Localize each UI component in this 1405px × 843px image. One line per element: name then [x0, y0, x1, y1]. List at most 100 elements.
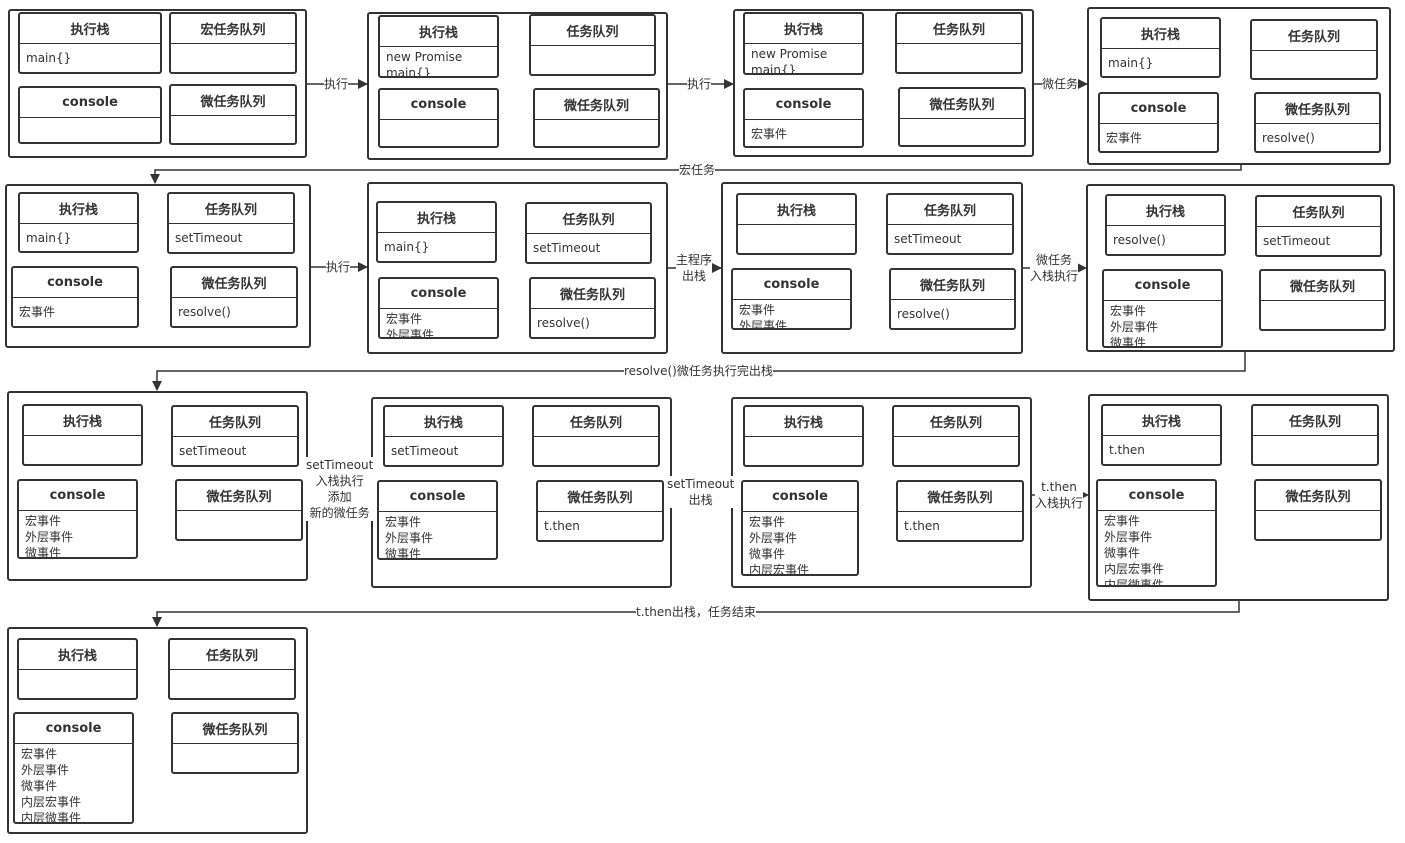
micro-queue-header: 微任务队列	[538, 482, 662, 512]
stack-header: 执行栈	[20, 194, 137, 224]
console-item: 宏事件	[21, 747, 58, 761]
stack-item: new Promise	[386, 50, 463, 64]
transition-label-line: resolve()微任务执行完出栈	[624, 364, 773, 378]
queue-content	[171, 44, 295, 46]
queue-item: setTimeout	[179, 444, 247, 458]
queue-content	[534, 437, 658, 439]
micro-queue-header: 微任务队列	[1256, 481, 1380, 511]
console-item: 宏事件	[1106, 131, 1143, 145]
queue-content	[894, 437, 1018, 439]
micro-queue-header: 微任务队列	[173, 714, 297, 744]
queue-box: 任务队列	[1251, 404, 1379, 466]
console-header: console	[13, 268, 137, 298]
queue-box: 任务队列	[1250, 19, 1378, 80]
stack-item: main{}	[1108, 56, 1154, 70]
micro-queue-header: 微任务队列	[900, 89, 1024, 119]
micro-queue-box: 微任务队列	[533, 88, 660, 148]
queue-content: setTimeout	[169, 224, 293, 246]
micro-queue-header: 微任务队列	[1261, 271, 1384, 301]
queue-header: 任务队列	[888, 195, 1012, 225]
transition-label: 宏任务	[679, 162, 716, 178]
queue-header: 任务队列	[1252, 21, 1376, 51]
console-item: 外层事件	[1104, 530, 1153, 544]
console-item: 内层宏事件	[749, 563, 810, 576]
stack-content: setTimeout	[385, 437, 502, 459]
queue-item: setTimeout	[175, 231, 243, 245]
console-item: 微事件	[1104, 546, 1141, 560]
console-item: 外层事件	[386, 328, 435, 339]
transition-label-line: t.then	[1041, 480, 1077, 494]
console-header: console	[745, 90, 862, 120]
console-item: 宏事件	[1104, 514, 1141, 528]
console-header: console	[380, 279, 497, 309]
stack-header: 执行栈	[745, 14, 862, 44]
transition-label-line: 执行	[324, 77, 349, 91]
stack-box: 执行栈	[22, 404, 143, 466]
transition-label-line: 添加	[327, 490, 352, 504]
transition-label-line: setTimeout	[667, 477, 735, 491]
stack-content	[738, 225, 855, 227]
queue-header: 任务队列	[894, 407, 1018, 437]
console-item: 外层事件	[1110, 320, 1159, 334]
stack-content	[19, 670, 136, 672]
stack-item: new Promise	[751, 47, 828, 61]
micro-queue-content	[173, 744, 297, 746]
transition-label-line: 执行	[326, 260, 351, 274]
stack-content: resolve()	[1107, 226, 1224, 248]
stack-item: t.then	[1109, 443, 1145, 457]
transition-label: t.then出栈，任务结束	[636, 604, 756, 620]
micro-queue-content: resolve()	[1256, 124, 1379, 146]
transition-label-line: 入栈执行	[1035, 496, 1084, 510]
micro-queue-box: 微任务队列	[1259, 269, 1386, 331]
console-item: 内层宏事件	[1104, 562, 1165, 576]
queue-content	[897, 44, 1021, 46]
micro-queue-header: 微任务队列	[535, 90, 658, 120]
console-item: 内层宏事件	[21, 795, 82, 809]
micro-queue-box: 微任务队列	[175, 479, 303, 541]
queue-content: setTimeout	[888, 225, 1012, 247]
console-item: 宏事件	[739, 303, 776, 317]
console-box: console	[18, 86, 162, 144]
transition-label: resolve()微任务执行完出栈	[624, 363, 773, 379]
console-header: console	[15, 714, 132, 744]
stack-content	[745, 437, 862, 439]
micro-queue-content	[1261, 301, 1384, 303]
micro-queue-header: 微任务队列	[172, 268, 296, 298]
queue-box: 任务队列	[529, 14, 656, 76]
stack-header: 执行栈	[1102, 19, 1219, 49]
queue-header: 任务队列	[534, 407, 658, 437]
console-item: 微事件	[25, 546, 62, 559]
stack-header: 执行栈	[380, 17, 497, 47]
micro-queue-header: 微任务队列	[891, 270, 1014, 300]
console-header: console	[379, 482, 496, 512]
micro-queue-content	[177, 511, 301, 513]
queue-content	[531, 46, 654, 48]
console-item: 微事件	[749, 547, 786, 561]
micro-queue-content: t.then	[898, 512, 1022, 534]
console-item: 宏事件	[1110, 304, 1147, 318]
